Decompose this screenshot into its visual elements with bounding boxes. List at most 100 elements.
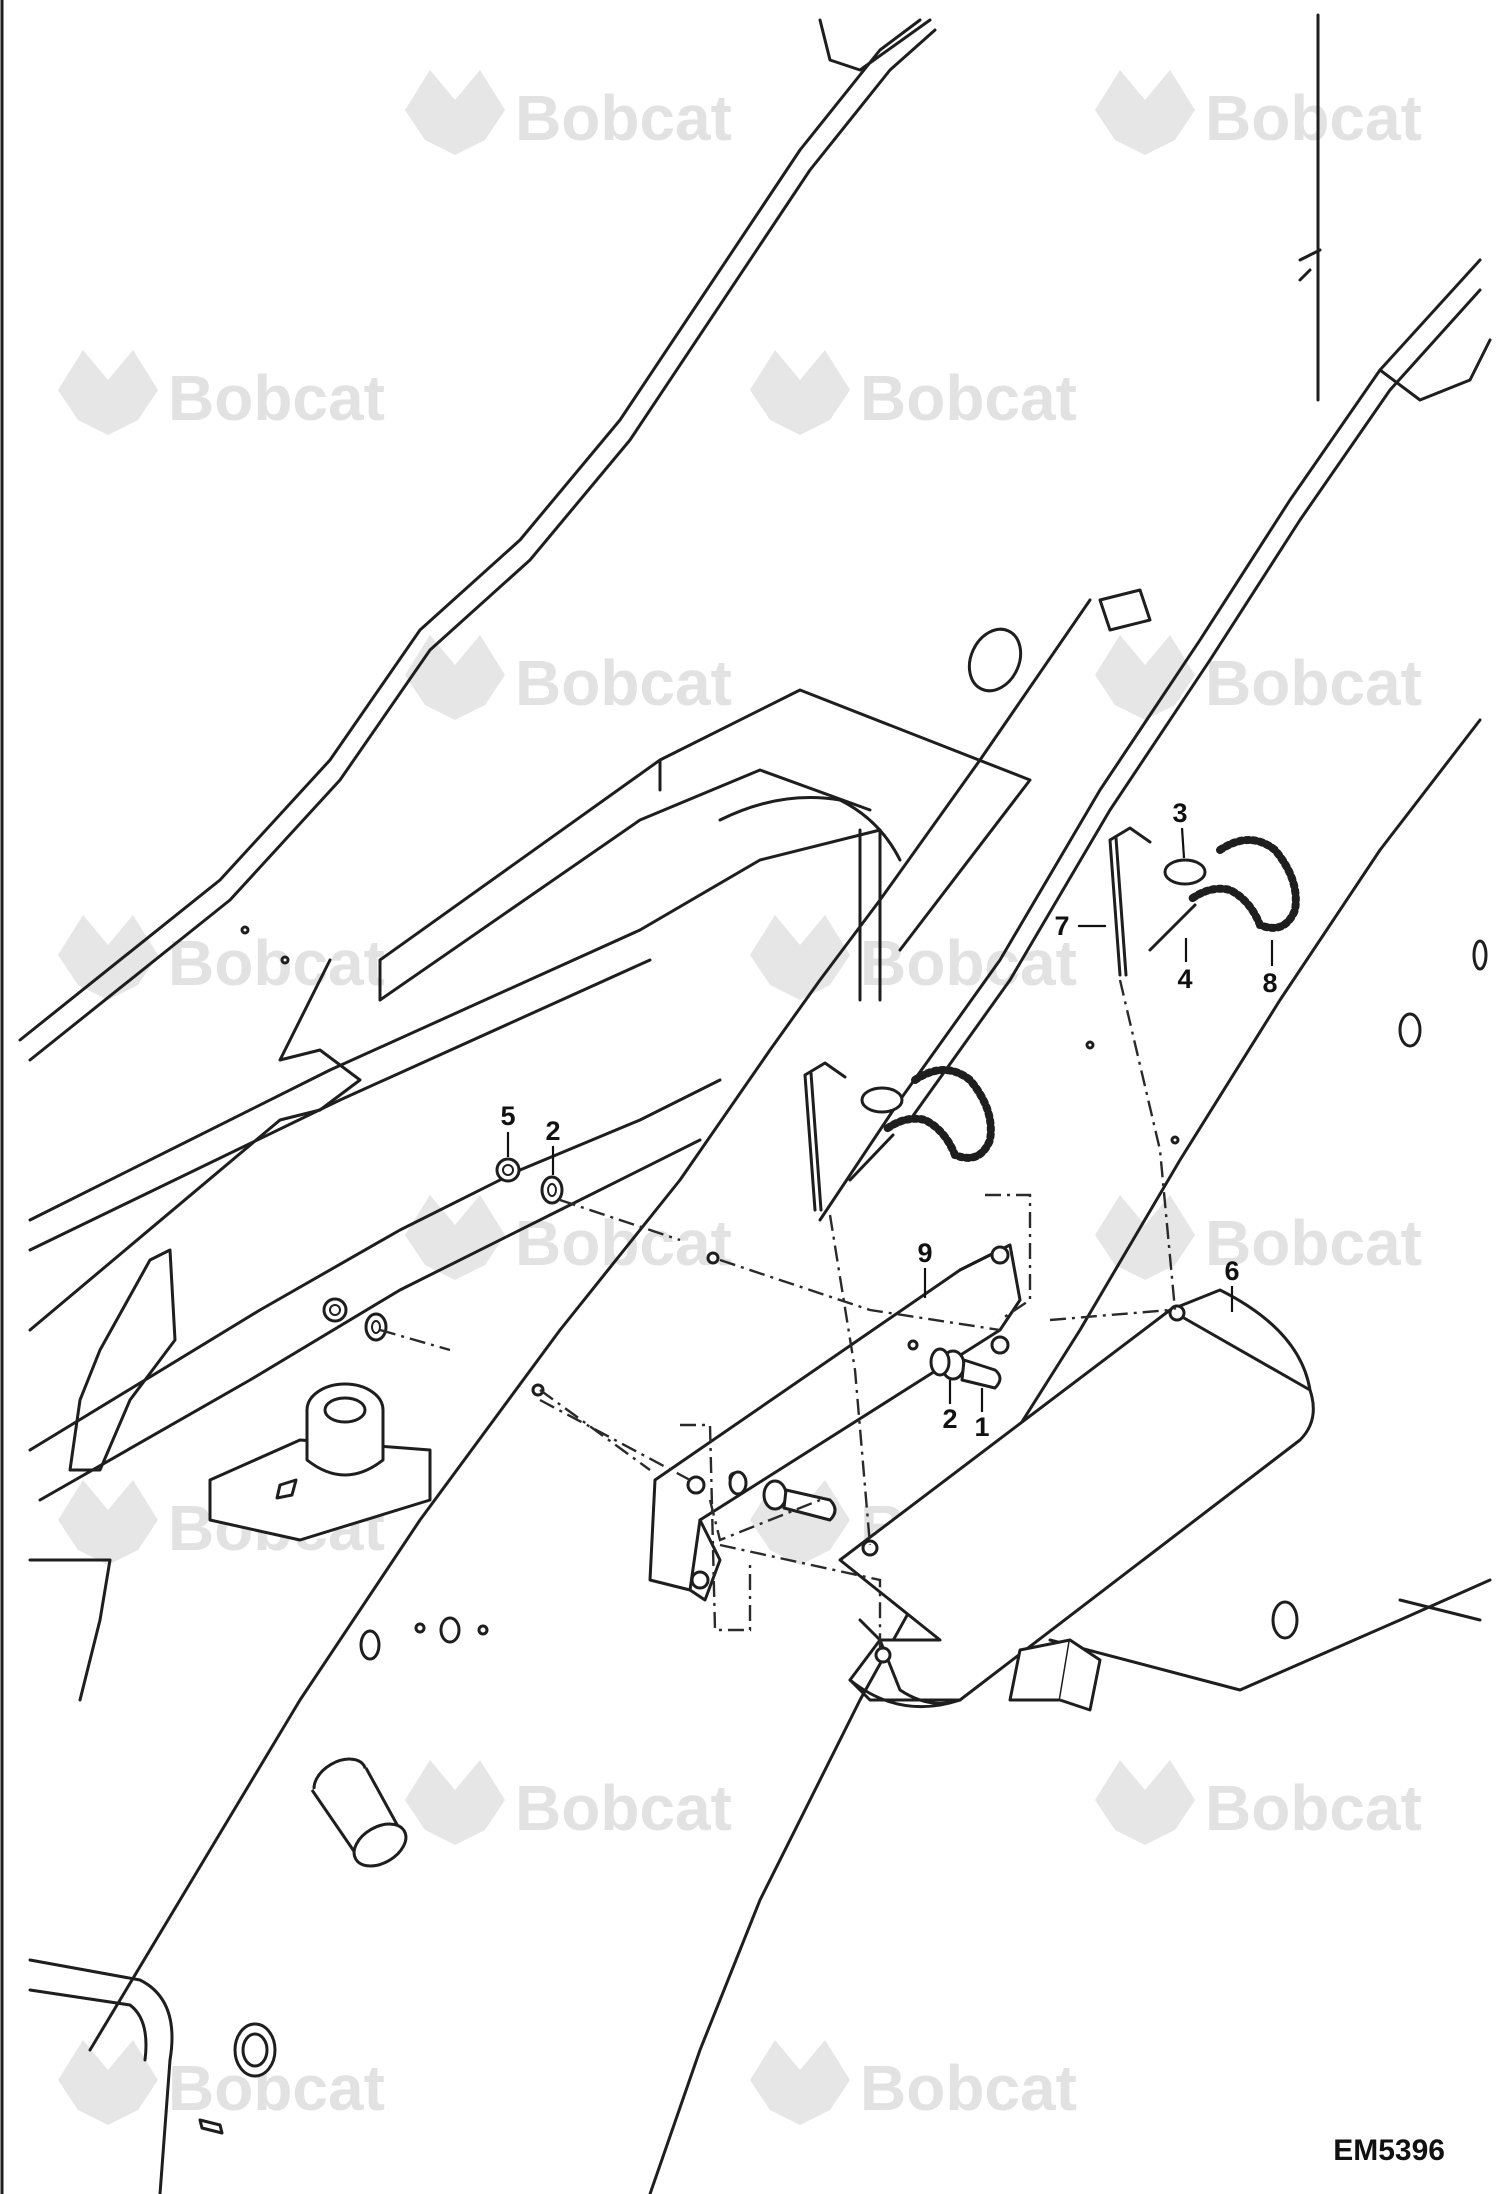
bobcat-logo [58, 350, 158, 435]
callouts: 3 7 4 8 5 2 9 6 [500, 798, 1277, 1442]
cross-brace-lower [28, 1078, 722, 1452]
bobcat-logo [58, 2040, 158, 2125]
guard-plate-hole [1168, 1304, 1186, 1322]
left-lower-frame [28, 1558, 112, 1702]
bobcat-watermark: Bobcat [405, 1760, 732, 1845]
assembly-line [985, 1193, 1032, 1321]
step-plate [28, 1958, 174, 2194]
lock-pin [803, 1061, 847, 1212]
bolt-lower [728, 1470, 837, 1522]
watermark-text: Bobcat [1205, 1772, 1422, 1844]
bracket-hole [690, 1570, 710, 1590]
watermark-text: Bobcat [1205, 82, 1422, 154]
bobcat-logo [1095, 635, 1195, 720]
bobcat-logo [405, 1195, 505, 1280]
callout-label: 2 [545, 1116, 560, 1146]
watermark-text: Bobcat [515, 82, 732, 154]
watermark-text: Bobcat [168, 2052, 385, 2124]
bobcat-watermark: Bobcat [1095, 1760, 1422, 1845]
frame-hole-dot [477, 1624, 489, 1636]
cotter-pin [848, 1133, 895, 1182]
fastener-hole-marker [907, 1339, 919, 1351]
bobcat-logo [1095, 1760, 1195, 1845]
upright-channel [1298, 13, 1322, 402]
bobcat-watermark: Bobcat [1095, 1195, 1422, 1280]
bobcat-watermark: Bobcat [58, 350, 385, 435]
callout-label: 4 [1177, 964, 1192, 994]
callout-1: 1 [974, 1388, 990, 1442]
watermark-text: Bobcat [860, 362, 1077, 434]
frame-pin [1098, 588, 1152, 632]
assembly-line [828, 1214, 872, 1546]
drawing-code: EM5396 [1333, 2134, 1445, 2167]
bobcat-logo [405, 635, 505, 720]
callout-3: 3 [1172, 798, 1188, 859]
callout-2-lower: 2 [942, 1380, 958, 1434]
frame-hole-dot [1170, 1135, 1180, 1145]
bobcat-watermark: Bobcat [750, 915, 1077, 1000]
upper-boom-outline [18, 18, 922, 1042]
callout-5: 5 [500, 1101, 516, 1157]
watermark-text: Bobcat [515, 647, 732, 719]
bobcat-logo [58, 1480, 158, 1565]
frame-hole [967, 627, 1023, 693]
callout-9: 9 [917, 1238, 933, 1298]
assembly-line [708, 1498, 821, 1542]
center-beam-top [88, 598, 1092, 2052]
fastener-hole-marker [531, 1383, 545, 1397]
fastener-hole-marker [706, 1251, 720, 1265]
bobcat-logo [58, 915, 158, 1000]
upper-boom-top [818, 18, 932, 72]
bobcat-logo [1095, 70, 1195, 155]
cross-brace-lower-2 [38, 1138, 702, 1502]
callout-label: 5 [500, 1101, 515, 1131]
center-frame-arch [718, 796, 902, 1002]
frame-hole-small [1398, 1012, 1422, 1048]
bobcat-watermark: Bobcat [750, 2040, 1077, 2125]
frame-details [198, 588, 1488, 2135]
step-hole-inner [241, 2032, 269, 2068]
bobcat-watermark: Bobcat [58, 915, 385, 1000]
watermark-text: Bobcat [860, 927, 1077, 999]
bobcat-logo [405, 70, 505, 155]
lock-pin-assembly-upper [1108, 826, 1300, 977]
bracket-hole [686, 1475, 706, 1495]
spacer-bushing [310, 1757, 408, 1868]
assembly-line [719, 1543, 882, 1650]
watermark-text: Bobcat [515, 1207, 732, 1279]
watermark-text: Bobcat [1205, 1207, 1422, 1279]
assembly-line [559, 1198, 1171, 1332]
bobcat-watermark: Bobcat [58, 2040, 385, 2125]
callout-8: 8 [1262, 940, 1278, 998]
bobcat-logo [405, 1760, 505, 1845]
center-frame-box [378, 688, 1032, 1002]
left-hanger [28, 958, 362, 1332]
callout-6: 6 [1224, 1256, 1240, 1312]
callout-label: 3 [1172, 798, 1187, 828]
pivot-boss [208, 1382, 432, 1542]
bobcat-watermark: Bobcat [405, 1195, 732, 1280]
watermark-text: Bobcat [515, 1772, 732, 1844]
assembly-lines [379, 979, 1177, 1650]
bobcat-logo [750, 350, 850, 435]
bracket-hole [990, 1245, 1010, 1265]
assembly-line [1118, 979, 1177, 1311]
guard-plate-hole [874, 1646, 892, 1664]
watermark-text: Bobcat [168, 927, 385, 999]
callout-label: 7 [1054, 911, 1069, 941]
guard-plate [838, 1288, 1315, 1712]
watermark-text: Bobcat [1205, 647, 1422, 719]
callout-2-upper: 2 [545, 1116, 561, 1175]
chain [881, 1066, 995, 1162]
bobcat-watermark: Bobcat [750, 350, 1077, 435]
bobcat-watermark: Bobcat [405, 635, 732, 720]
callout-label: 9 [917, 1238, 932, 1268]
frame-hole-small [1472, 939, 1488, 971]
lock-pin-7 [1108, 826, 1152, 977]
callout-7: 7 [1054, 911, 1106, 941]
nut-5 [495, 1157, 521, 1183]
frame-hole-small [439, 1616, 461, 1644]
small-pin [198, 2118, 224, 2135]
left-hanger-slot [68, 1248, 177, 1472]
